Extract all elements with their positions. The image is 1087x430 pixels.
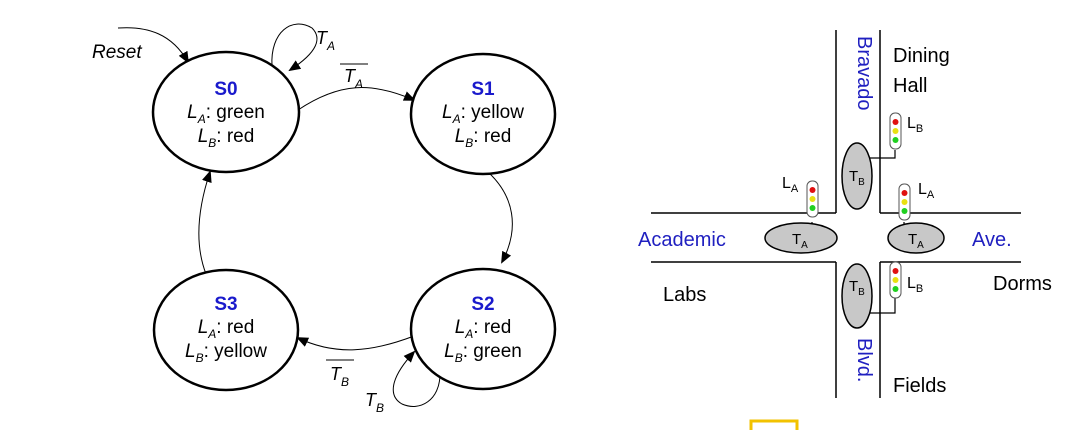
light-label: LA bbox=[782, 175, 799, 195]
state-name: S2 bbox=[471, 294, 494, 315]
intersection-map: Bravado Blvd. Academic Ave. Dining Hall … bbox=[638, 30, 1052, 398]
label-tb-bar-s2-s3: TB bbox=[326, 359, 354, 389]
sensor-loop bbox=[841, 263, 873, 329]
green-lamp bbox=[809, 205, 816, 211]
place-dining: Dining bbox=[893, 45, 950, 67]
selection-marker bbox=[749, 419, 799, 430]
traffic-light-lb-south: LB bbox=[889, 261, 923, 299]
s2-self-loop bbox=[392, 350, 441, 407]
light-label: LB bbox=[907, 275, 923, 295]
state-s3: S3 LA: red LB: yellow bbox=[152, 268, 300, 392]
sensor-wire bbox=[865, 298, 896, 314]
red-lamp bbox=[901, 190, 908, 196]
state-output-lb: LB: yellow bbox=[185, 341, 267, 365]
reset-label: Reset bbox=[92, 42, 142, 63]
state-output-la: LA: red bbox=[455, 317, 512, 341]
green-lamp bbox=[892, 137, 899, 143]
yellow-lamp bbox=[901, 199, 908, 205]
sensor-tb-north: TB bbox=[841, 142, 873, 210]
s2-to-s3-arrow bbox=[296, 335, 415, 351]
place-labs: Labs bbox=[663, 284, 706, 306]
label-tb-s2-self: TB bbox=[365, 390, 384, 415]
label-ta-bar-s0-s1: TA bbox=[340, 63, 368, 91]
sensor-ta-east: TA bbox=[887, 222, 945, 254]
state-circle bbox=[152, 268, 300, 392]
street-blvd: Blvd. bbox=[853, 338, 875, 382]
sensor-loop bbox=[841, 142, 873, 210]
place-dorms: Dorms bbox=[993, 273, 1052, 295]
sensor-label: TB bbox=[849, 168, 865, 188]
state-output-la: LA: red bbox=[198, 317, 255, 341]
light-label: LB bbox=[907, 115, 923, 135]
traffic-light-lb-north: LB bbox=[889, 112, 923, 150]
place-hall: Hall bbox=[893, 75, 927, 97]
street-ave: Ave. bbox=[972, 229, 1012, 251]
state-output-lb: LB: red bbox=[455, 126, 512, 150]
state-name: S0 bbox=[214, 79, 237, 100]
red-lamp bbox=[892, 268, 899, 274]
state-circle bbox=[409, 267, 557, 391]
state-output-la: LA: yellow bbox=[442, 102, 524, 126]
sensor-label: TB bbox=[849, 278, 865, 298]
label-ta-s0-self: TA bbox=[316, 28, 335, 53]
sensor-label: TA bbox=[908, 231, 924, 251]
yellow-lamp bbox=[892, 277, 899, 283]
light-label: LA bbox=[918, 181, 935, 201]
s3-to-s0-arrow bbox=[198, 170, 212, 275]
state-machine: Reset TA TA TB TB S0 LA: green LB: red S… bbox=[92, 23, 557, 415]
yellow-lamp bbox=[892, 128, 899, 134]
state-output-lb: LB: red bbox=[198, 126, 255, 150]
yellow-lamp bbox=[809, 196, 816, 202]
traffic-light-la-east: LA bbox=[898, 181, 935, 221]
green-lamp bbox=[901, 208, 908, 214]
s1-to-s2-arrow bbox=[487, 171, 513, 264]
state-output-lb: LB: green bbox=[444, 341, 522, 365]
state-s1: S1 LA: yellow LB: red bbox=[409, 52, 557, 176]
sensor-label: TA bbox=[792, 231, 808, 251]
state-output-la: LA: green bbox=[187, 102, 265, 126]
state-name: S3 bbox=[214, 294, 237, 315]
green-lamp bbox=[892, 286, 899, 292]
red-lamp bbox=[892, 119, 899, 125]
street-bravado: Bravado bbox=[853, 36, 875, 111]
sensor-tb-south: TB bbox=[841, 263, 873, 329]
red-lamp bbox=[809, 187, 816, 193]
street-academic: Academic bbox=[638, 229, 726, 251]
reset-arrow bbox=[117, 27, 189, 64]
state-s2: S2 LA: red LB: green bbox=[409, 267, 557, 391]
s0-to-s1-arrow bbox=[297, 87, 416, 111]
label-tb-not: TB bbox=[330, 364, 349, 389]
place-fields: Fields bbox=[893, 375, 946, 397]
sensor-loop bbox=[764, 222, 838, 254]
state-s0: S0 LA: green LB: red bbox=[151, 50, 301, 174]
sensor-loop bbox=[887, 222, 945, 254]
traffic-light-la-west: LA bbox=[782, 175, 819, 218]
state-circle bbox=[409, 52, 557, 176]
sensor-wire bbox=[865, 150, 896, 159]
label-ta-not: TA bbox=[344, 66, 363, 91]
s0-self-loop bbox=[271, 23, 318, 72]
sensor-ta-west: TA bbox=[764, 222, 838, 254]
state-circle bbox=[151, 50, 301, 174]
state-name: S1 bbox=[471, 79, 495, 100]
